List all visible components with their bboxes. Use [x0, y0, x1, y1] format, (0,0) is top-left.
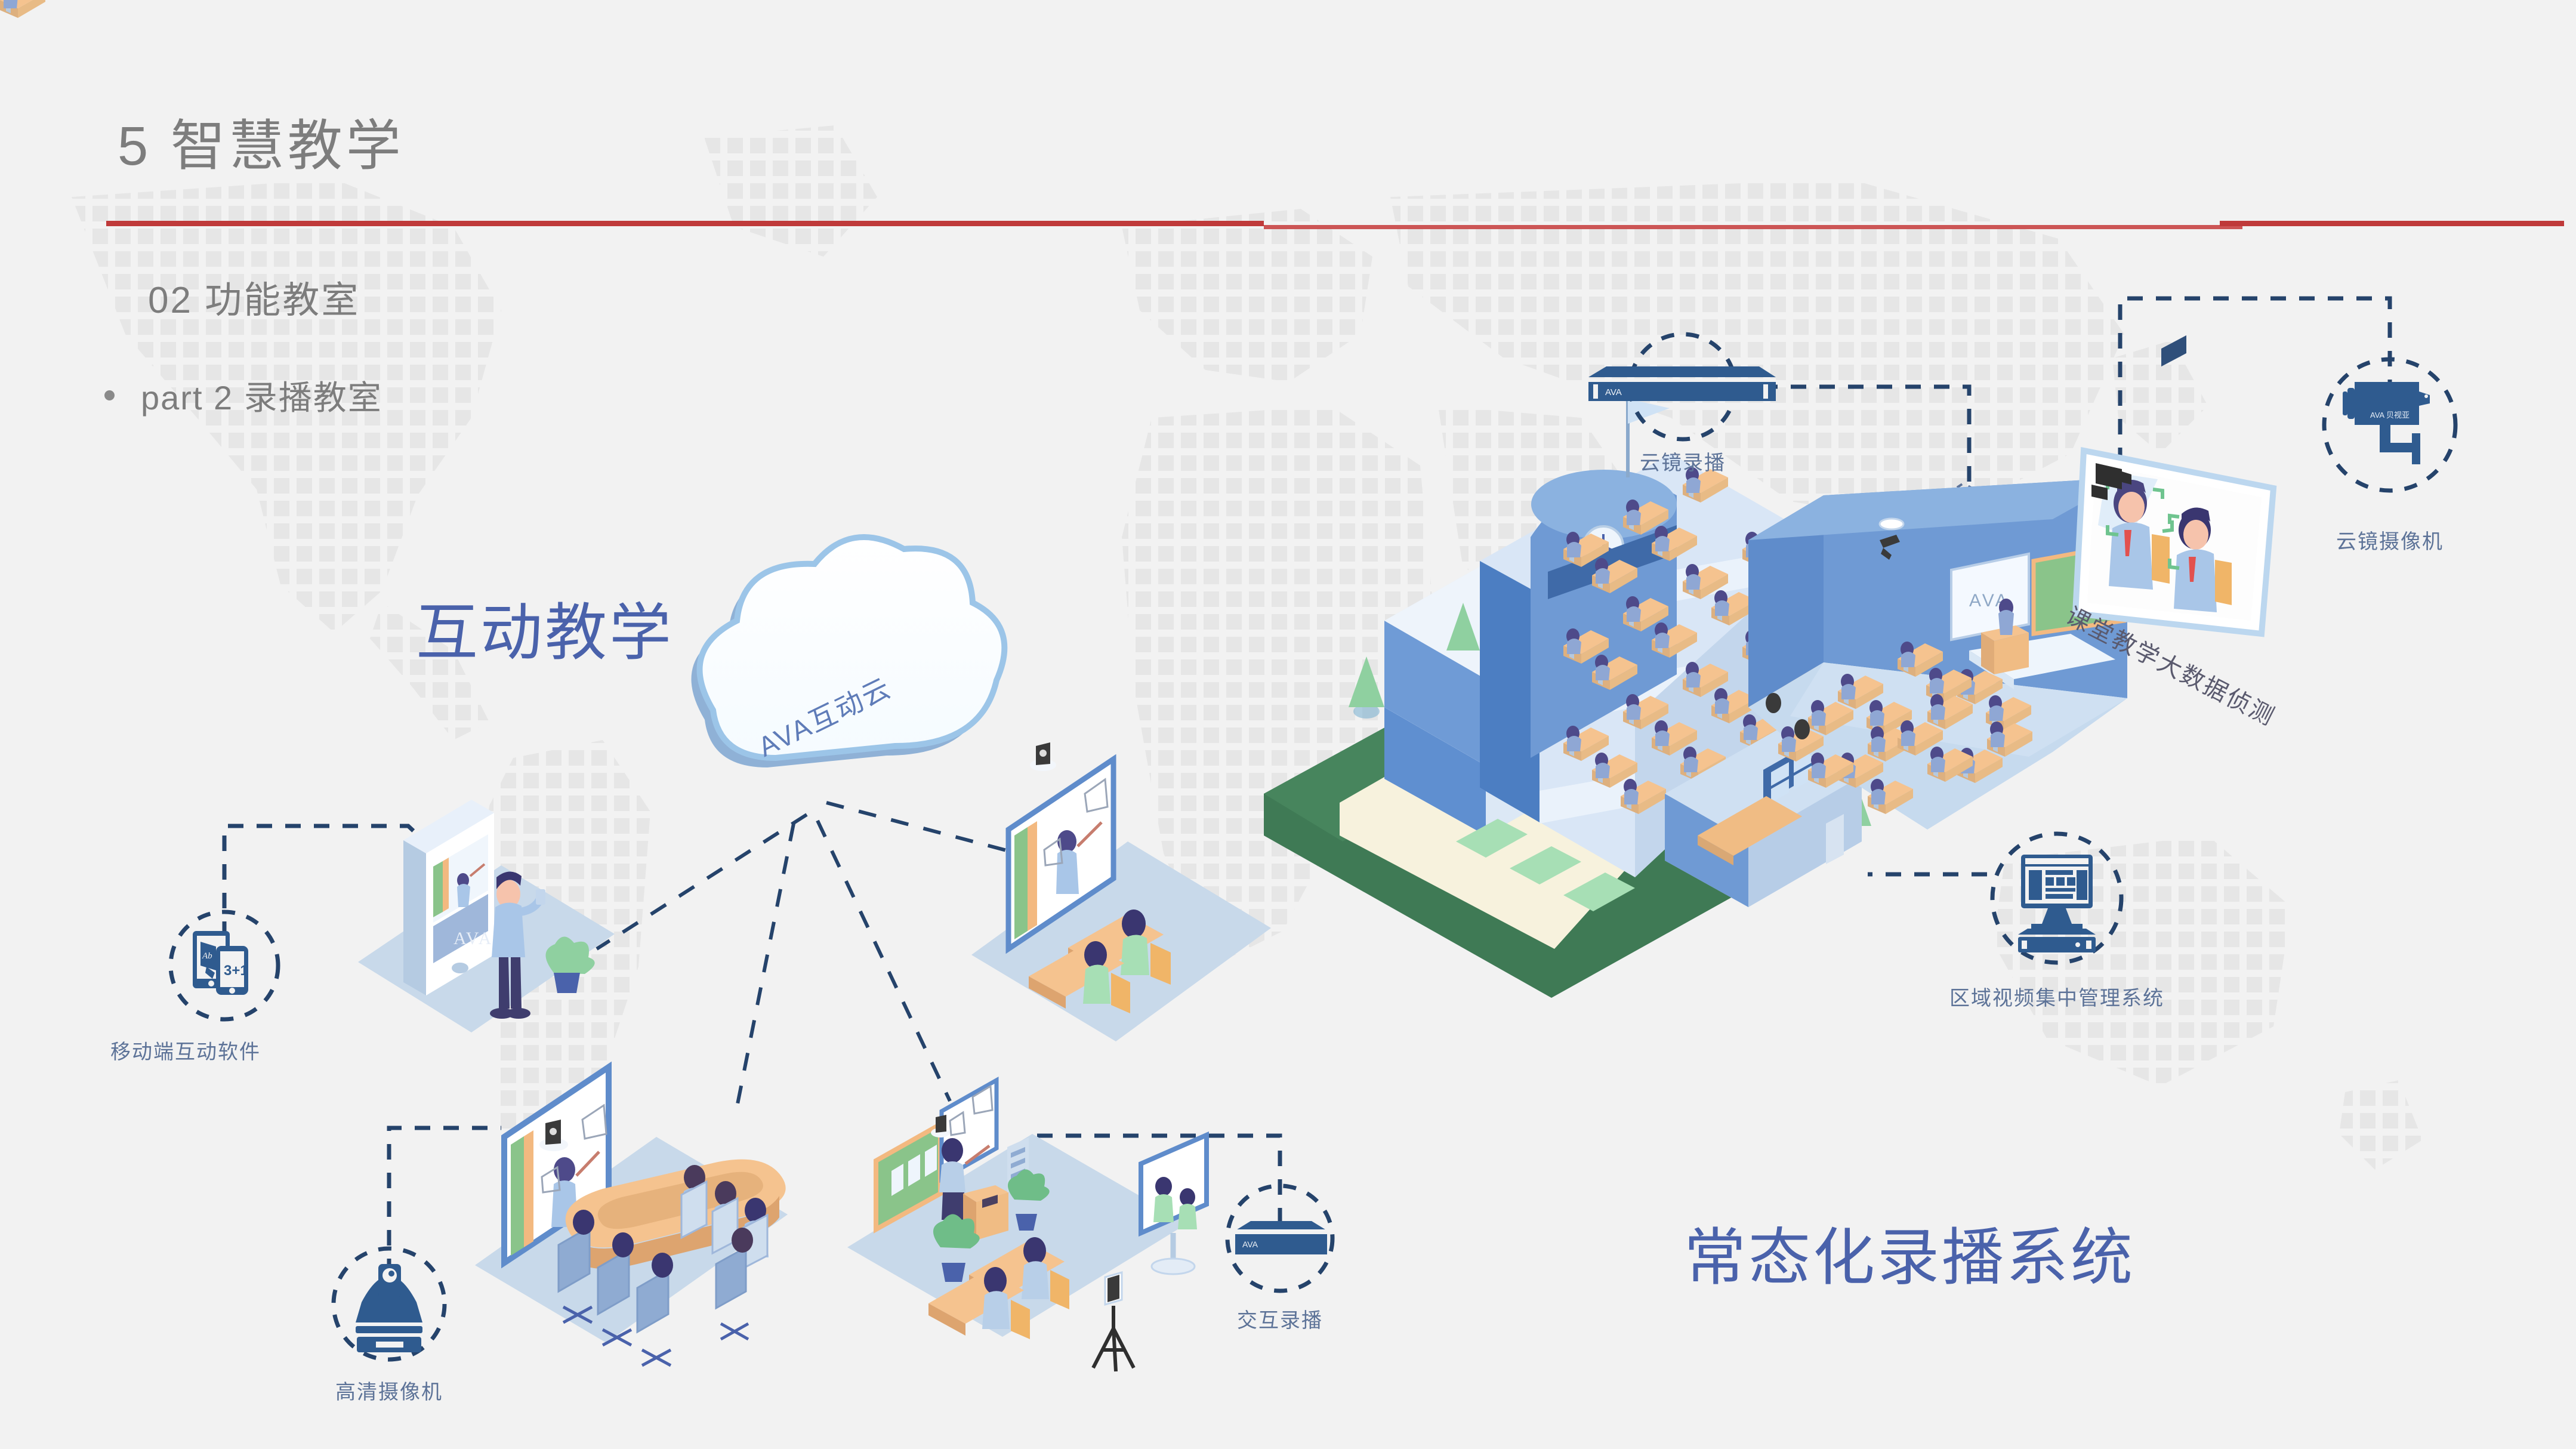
bullet-dot-icon: [104, 390, 115, 400]
section-title-interactive: 互动教学: [416, 599, 674, 668]
node-label-hd-camera: 高清摄像机: [335, 1381, 443, 1404]
section-subtitle: 02 功能教室: [148, 280, 360, 321]
node-label-interactive-rec: 交互录播: [1237, 1309, 1323, 1332]
header-rule-mid: [1264, 225, 2242, 229]
bullet-item: part 2 录播教室: [104, 371, 382, 420]
section-title-recording: 常态化录播系统: [1684, 1223, 2136, 1293]
node-label-video-mgmt: 区域视频集中管理系统: [1949, 987, 2164, 1010]
header-rule-right: [2220, 221, 2564, 226]
bullet-label: part 2 录播教室: [141, 379, 382, 417]
header-rule-left: [106, 221, 1264, 226]
node-label-mobile-software: 移动端互动软件: [110, 1041, 261, 1063]
node-label-cloud-mirror-cam: 云镜摄像机: [2336, 531, 2444, 553]
page-title: 5 智慧教学: [118, 116, 405, 177]
node-label-cloud-mirror-rec: 云镜录播: [1640, 452, 1726, 474]
